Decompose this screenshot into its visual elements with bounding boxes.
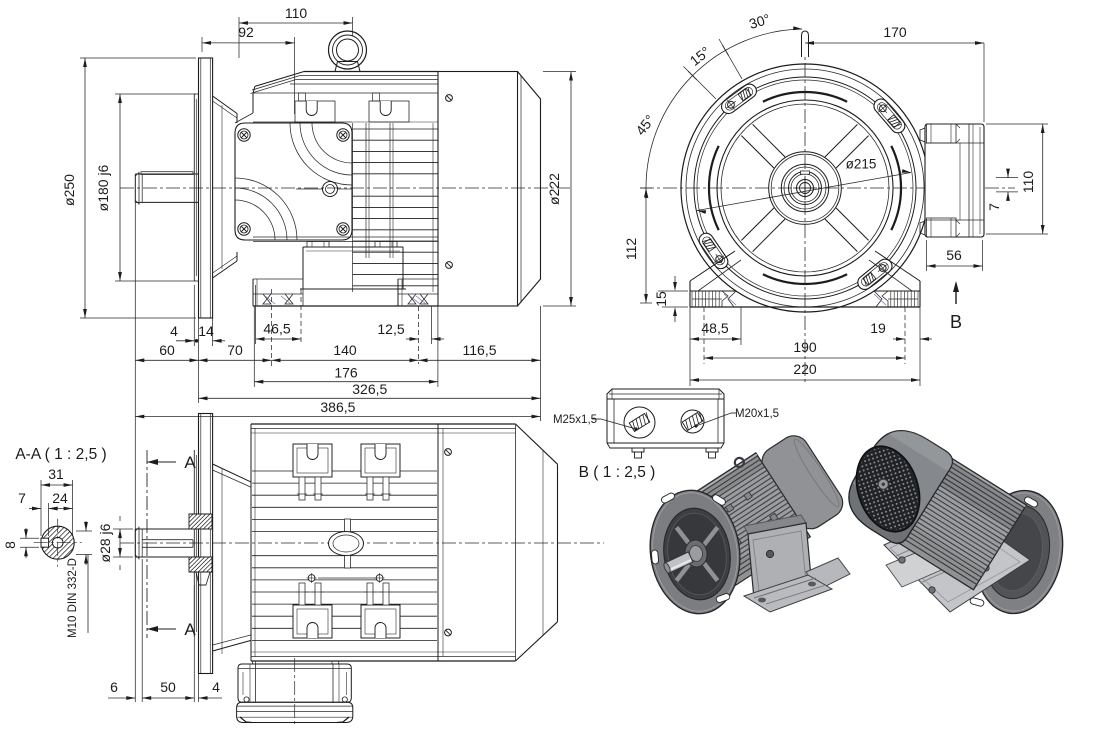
svg-text:46,5: 46,5 — [263, 321, 290, 337]
svg-text:M10 DIN 332-D: M10 DIN 332-D — [67, 558, 79, 638]
svg-text:A-A ( 1 : 2,5 ): A-A ( 1 : 2,5 ) — [15, 446, 106, 463]
svg-text:110: 110 — [1020, 171, 1036, 194]
svg-text:110: 110 — [285, 5, 308, 21]
svg-text:48,5: 48,5 — [701, 320, 728, 336]
svg-text:31: 31 — [48, 466, 64, 482]
svg-text:190: 190 — [793, 339, 817, 355]
svg-text:326,5: 326,5 — [352, 381, 387, 397]
svg-text:4: 4 — [170, 323, 178, 339]
svg-text:30°: 30° — [747, 10, 772, 31]
svg-text:60: 60 — [159, 342, 175, 358]
svg-text:ø215: ø215 — [846, 157, 877, 172]
svg-text:56: 56 — [946, 247, 962, 263]
svg-text:14: 14 — [198, 323, 214, 339]
svg-text:B ( 1 : 2,5 ): B ( 1 : 2,5 ) — [579, 464, 656, 481]
svg-text:M25x1,5: M25x1,5 — [553, 414, 597, 426]
svg-text:A: A — [184, 620, 196, 639]
svg-text:B: B — [950, 312, 962, 332]
svg-text:24: 24 — [52, 490, 68, 506]
svg-text:M20x1,5: M20x1,5 — [735, 408, 779, 420]
svg-text:ø250: ø250 — [61, 174, 77, 206]
svg-text:112: 112 — [623, 238, 639, 261]
svg-text:116,5: 116,5 — [463, 342, 497, 358]
svg-text:ø180 j6: ø180 j6 — [95, 164, 111, 211]
svg-text:92: 92 — [238, 24, 254, 40]
svg-text:15: 15 — [653, 291, 669, 307]
svg-text:8: 8 — [2, 541, 18, 549]
svg-text:140: 140 — [333, 342, 357, 358]
svg-text:176: 176 — [334, 365, 358, 381]
svg-text:4: 4 — [212, 679, 220, 695]
svg-text:7: 7 — [18, 490, 26, 506]
svg-text:ø28 j6: ø28 j6 — [97, 523, 113, 562]
svg-text:170: 170 — [883, 24, 907, 40]
svg-text:A: A — [184, 453, 196, 472]
svg-text:50: 50 — [160, 679, 176, 695]
svg-text:7: 7 — [986, 203, 1002, 211]
svg-text:12,5: 12,5 — [377, 321, 404, 337]
svg-text:19: 19 — [870, 320, 886, 336]
svg-text:220: 220 — [793, 361, 817, 377]
svg-text:386,5: 386,5 — [320, 399, 355, 415]
svg-text:70: 70 — [227, 342, 243, 358]
svg-text:ø222: ø222 — [546, 173, 562, 205]
svg-text:6: 6 — [110, 679, 118, 695]
